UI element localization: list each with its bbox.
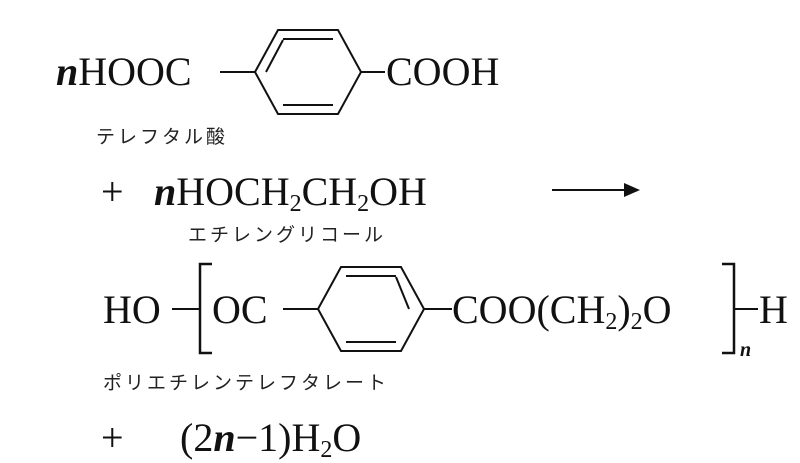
benzene-ring-1 [253,29,363,115]
benzene-ring-2 [316,266,426,352]
repeat-count-n: n [740,339,752,361]
ethylene-glycol-label: エチレングリコール [188,224,387,246]
terephthalic-left-group: nHOOC [56,49,192,94]
water-term: (2n−1)H2O [180,415,362,463]
polymer-oc-group: OC [212,287,268,332]
polymer-ester-group: COO(CH2)2O [452,287,672,335]
plus-sign-2: + [101,415,124,460]
reaction-arrow [552,183,640,197]
plus-sign-1: + [101,169,124,214]
terephthalic-acid-label: テレフタル酸 [96,126,229,148]
polymer-end-ho: HO [103,287,161,332]
polymer-end-h: H [759,287,788,332]
ethylene-glycol-formula: nHOCH2CH2OH [154,169,427,217]
pet-label: ポリエチレンテレフタレート [103,372,390,394]
terephthalic-right-group: COOH [386,49,500,94]
